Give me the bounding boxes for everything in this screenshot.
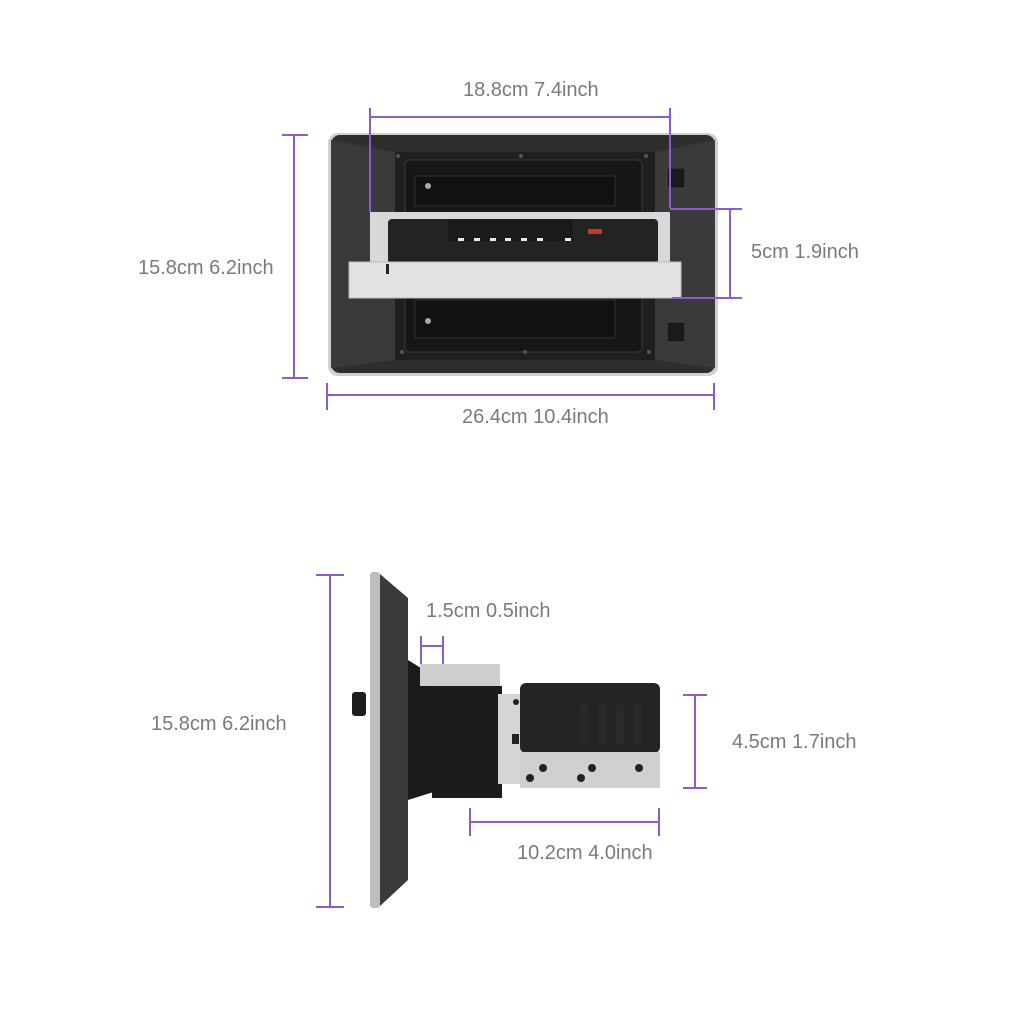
front-view-device (328, 133, 718, 376)
front-top-width-label: 18.8cm 7.4inch (463, 79, 599, 101)
front-chassis-height-label: 5cm 1.9inch (751, 241, 859, 263)
side-view-dimension-lines (316, 574, 707, 908)
side-bezel-offset-label: 1.5cm 0.5inch (426, 600, 551, 622)
front-view-dimension-lines (282, 108, 742, 410)
side-chassis-height-label: 4.5cm 1.7inch (732, 731, 857, 753)
front-width-label: 26.4cm 10.4inch (462, 406, 609, 428)
side-chassis-depth-label: 10.2cm 4.0inch (517, 842, 653, 864)
side-view-device (352, 572, 660, 908)
front-height-label: 15.8cm 6.2inch (138, 257, 274, 279)
side-height-label: 15.8cm 6.2inch (151, 713, 287, 735)
